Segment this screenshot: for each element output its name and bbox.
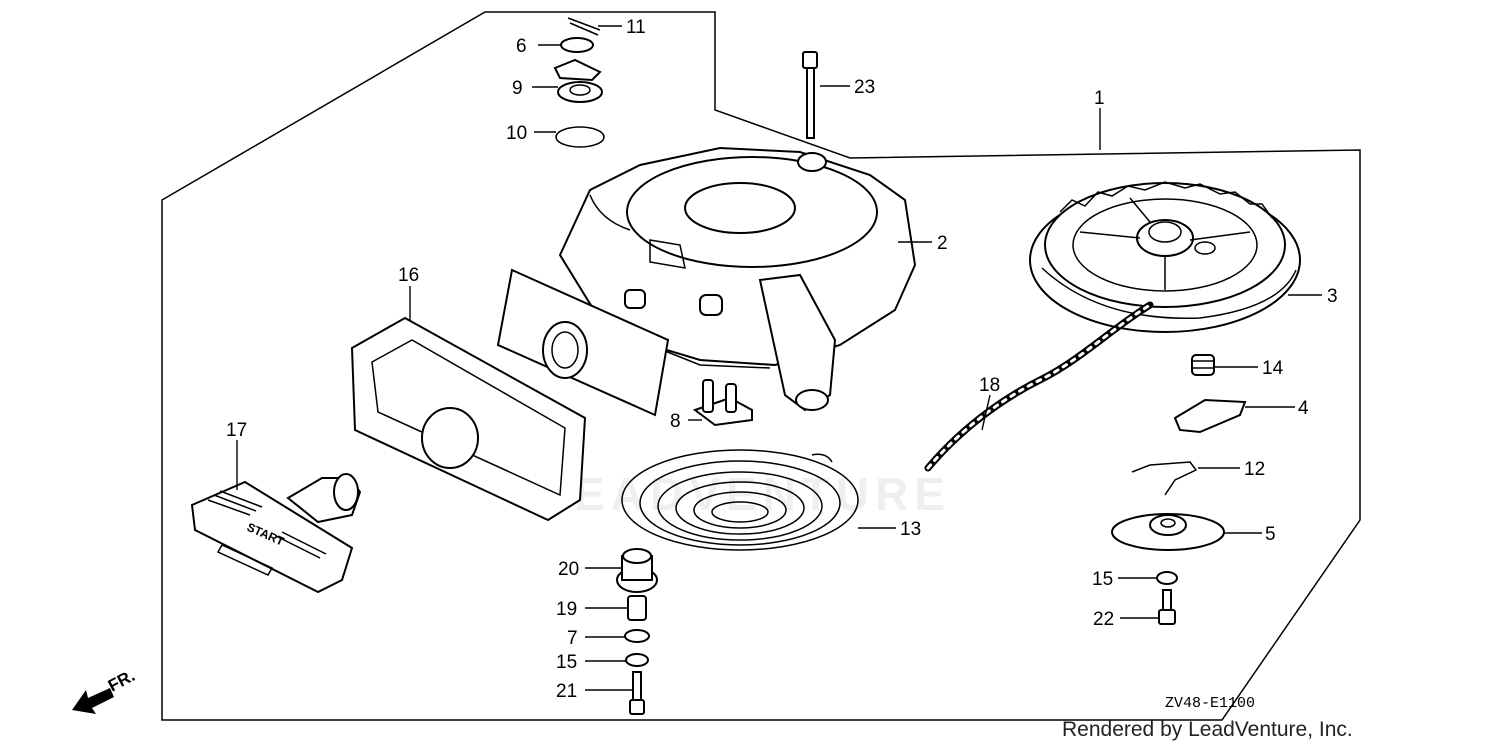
- callout-20: 20: [558, 559, 579, 580]
- callout-18: 18: [979, 375, 1000, 396]
- rubber-mount: [616, 548, 658, 593]
- assembly-boundary: [161, 11, 1361, 721]
- starter-case: [558, 146, 917, 412]
- callout-1: 1: [1094, 88, 1105, 109]
- callout-3: 3: [1327, 286, 1338, 307]
- collar: [627, 595, 647, 621]
- callout-7: 7: [567, 628, 578, 649]
- callout-6: 6: [516, 36, 527, 57]
- callout-8: 8: [670, 411, 681, 432]
- pawl: [1173, 398, 1247, 434]
- callout-10: 10: [506, 123, 527, 144]
- bolt-22: [1158, 589, 1176, 625]
- callout-4: 4: [1298, 398, 1309, 419]
- callout-14: 14: [1262, 358, 1284, 379]
- rope-guide-grommet: [350, 316, 587, 522]
- callout-5: 5: [1265, 524, 1276, 545]
- callout-22: 22: [1093, 609, 1114, 630]
- callout-15-left: 15: [556, 652, 577, 673]
- bolt-23: [802, 51, 818, 139]
- starter-rope: [924, 301, 1154, 472]
- bolt-21: [629, 671, 645, 715]
- reel: [1029, 181, 1301, 333]
- lock-washer-left: [625, 653, 649, 667]
- callout-13: 13: [900, 519, 921, 540]
- callout-15-right: 15: [1092, 569, 1113, 590]
- callout-21: 21: [556, 681, 577, 702]
- render-credit: Rendered by LeadVenture, Inc.: [1062, 718, 1353, 741]
- callout-9: 9: [512, 78, 523, 99]
- washer-right: [1156, 571, 1178, 585]
- callout-17: 17: [226, 420, 247, 441]
- rope-guide-bracket: [496, 268, 670, 417]
- watermark: LEADVENTURE: [540, 468, 951, 520]
- starter-handle: START: [190, 473, 362, 594]
- pawl-spring: [1191, 354, 1215, 376]
- return-spring-ring: [555, 126, 605, 148]
- callout-2: 2: [937, 233, 948, 254]
- cotter-pin: [567, 17, 601, 36]
- callout-19: 19: [556, 599, 577, 620]
- leader-lines: [236, 25, 1322, 691]
- callout-16: 16: [398, 265, 419, 286]
- diagram-reference-code: ZV48-E1100: [1165, 695, 1255, 712]
- stopper: [692, 379, 753, 427]
- washer-top: [560, 37, 594, 53]
- callouts: 1 2 3 4 5 6 7 8 9 10 11 12 13 14 15 15 1…: [226, 17, 1338, 702]
- clip-spring: [1131, 461, 1198, 496]
- recoil-spring: [621, 449, 859, 551]
- callout-23: 23: [854, 77, 875, 98]
- front-direction-arrow-icon: FR.: [72, 666, 138, 714]
- callout-11: 11: [626, 17, 646, 38]
- drive-plate: [1111, 513, 1225, 551]
- friction-plate: [553, 58, 603, 103]
- washer-left: [624, 629, 650, 643]
- callout-12: 12: [1244, 459, 1265, 480]
